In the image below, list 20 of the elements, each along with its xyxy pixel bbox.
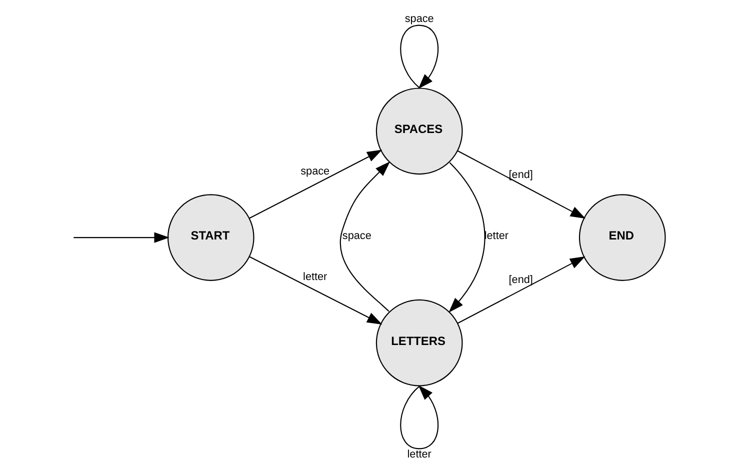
arrow [340, 160, 390, 312]
arrow [448, 162, 486, 312]
edge-label: letter [407, 448, 432, 460]
arrow [400, 24, 439, 88]
arrow [457, 256, 586, 324]
edge-label: [end] [508, 168, 533, 180]
node-circle: START [167, 194, 254, 280]
arrow [249, 149, 382, 218]
arrow [74, 232, 170, 242]
edge-label: space [342, 230, 372, 242]
node-circle: LETTERS [376, 298, 463, 386]
edge-label: space [300, 165, 330, 178]
edge-label: [end] [508, 274, 533, 286]
edge-label: letter [484, 230, 508, 242]
arrow [249, 256, 382, 324]
edge-label: letter [303, 270, 328, 282]
edge-label: space [404, 12, 434, 25]
arrow [457, 150, 586, 218]
arrow [400, 384, 439, 449]
node-circle: END [578, 194, 666, 280]
